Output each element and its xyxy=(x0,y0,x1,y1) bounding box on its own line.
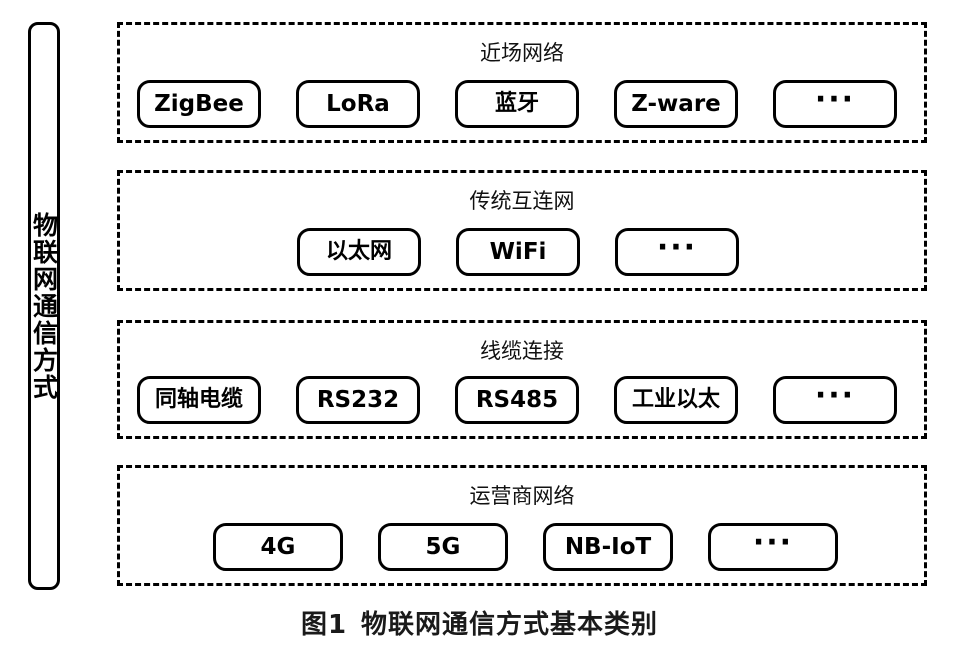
vertical-title-text: 物联网通信方式 xyxy=(29,211,59,401)
technology-chip-row: ZigBee LoRa 蓝牙 Z-ware ··· xyxy=(120,80,924,128)
category-group-carrier-network: 运营商网络 4G 5G NB-IoT ··· xyxy=(117,465,927,586)
figure-caption-text: 物联网通信方式基本类别 xyxy=(361,610,659,640)
technology-chip[interactable]: 5G xyxy=(378,523,508,571)
category-group-near-field: 近场网络 ZigBee LoRa 蓝牙 Z-ware ··· xyxy=(117,22,927,143)
technology-chip[interactable]: 以太网 xyxy=(297,228,421,276)
technology-chip[interactable]: RS485 xyxy=(455,376,579,424)
technology-chip-more[interactable]: ··· xyxy=(615,228,739,276)
technology-chip-row: 同轴电缆 RS232 RS485 工业以太 ··· xyxy=(120,376,924,424)
category-title: 线缆连接 xyxy=(480,339,564,363)
technology-chip[interactable]: ZigBee xyxy=(137,80,261,128)
figure-caption: 图1 物联网通信方式基本类别 xyxy=(0,612,959,638)
technology-chip[interactable]: NB-IoT xyxy=(543,523,673,571)
technology-chip[interactable]: RS232 xyxy=(296,376,420,424)
technology-chip[interactable]: Z-ware xyxy=(614,80,738,128)
technology-chip[interactable]: 4G xyxy=(213,523,343,571)
technology-chip[interactable]: WiFi xyxy=(456,228,580,276)
vertical-title-box: 物联网通信方式 xyxy=(28,22,60,590)
technology-chip[interactable]: 蓝牙 xyxy=(455,80,579,128)
category-group-cable-connection: 线缆连接 同轴电缆 RS232 RS485 工业以太 ··· xyxy=(117,320,927,439)
technology-chip[interactable]: LoRa xyxy=(296,80,420,128)
technology-chip[interactable]: 同轴电缆 xyxy=(137,376,261,424)
technology-chip-more[interactable]: ··· xyxy=(708,523,838,571)
category-title: 近场网络 xyxy=(480,41,564,65)
category-title: 运营商网络 xyxy=(469,484,575,508)
figure-caption-number: 图1 xyxy=(300,610,348,640)
category-group-traditional-internet: 传统互连网 以太网 WiFi ··· xyxy=(117,170,927,291)
technology-chip-row: 4G 5G NB-IoT ··· xyxy=(120,523,924,571)
technology-chip-more[interactable]: ··· xyxy=(773,376,897,424)
technology-chip-more[interactable]: ··· xyxy=(773,80,897,128)
technology-chip-row: 以太网 WiFi ··· xyxy=(120,228,924,276)
technology-chip[interactable]: 工业以太 xyxy=(614,376,738,424)
category-title: 传统互连网 xyxy=(469,189,575,213)
